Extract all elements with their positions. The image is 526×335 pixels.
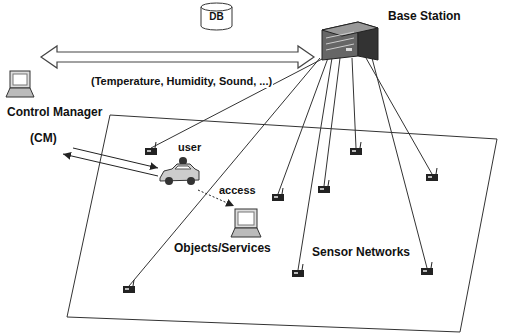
sensor-node: [426, 168, 438, 181]
sensor-link: [366, 58, 432, 174]
sensor-node: [292, 264, 304, 277]
node-label: Sensor Networks: [312, 246, 410, 260]
node-label: DB: [200, 11, 233, 23]
sensor-link: [151, 58, 324, 148]
sensor-links: [129, 58, 432, 286]
sensor-node: [350, 142, 362, 155]
link-arrow: [73, 148, 158, 168]
sensor-node: [421, 262, 433, 275]
double-arrow: [41, 46, 314, 68]
laptop-icon: [230, 208, 262, 238]
edge-label: access: [218, 184, 257, 197]
node-label: Objects/Services: [174, 242, 271, 256]
link-arrow: [63, 154, 158, 176]
server-icon: [318, 16, 382, 62]
sensor-link: [352, 58, 356, 148]
node-label: Control Manager: [7, 106, 102, 120]
sensor-node: [145, 142, 157, 155]
edge-label: (Temperature, Humidity, Sound, ...): [90, 75, 273, 88]
car-icon: [158, 156, 200, 188]
node-label: user: [178, 141, 201, 154]
sensor-network-region: Sensor Networks userObjects/Services: [65, 113, 498, 334]
sensor-node: [318, 180, 330, 193]
node-label: (CM): [30, 132, 57, 146]
sensor-field-outline: [65, 113, 498, 334]
database-node: DB: [200, 2, 233, 31]
laptop-icon: [5, 70, 35, 98]
base-station-node: Base Station: [312, 4, 472, 62]
sensor-link: [298, 58, 332, 270]
sensor-node: [272, 188, 284, 201]
node-label: Base Station: [388, 10, 461, 24]
sensor-link: [129, 58, 320, 286]
sensor-node: [123, 280, 135, 293]
sensor-link: [324, 58, 340, 186]
sensor-link: [372, 58, 427, 268]
user-node: user: [158, 140, 210, 190]
service-node: Objects/Services: [174, 206, 286, 258]
